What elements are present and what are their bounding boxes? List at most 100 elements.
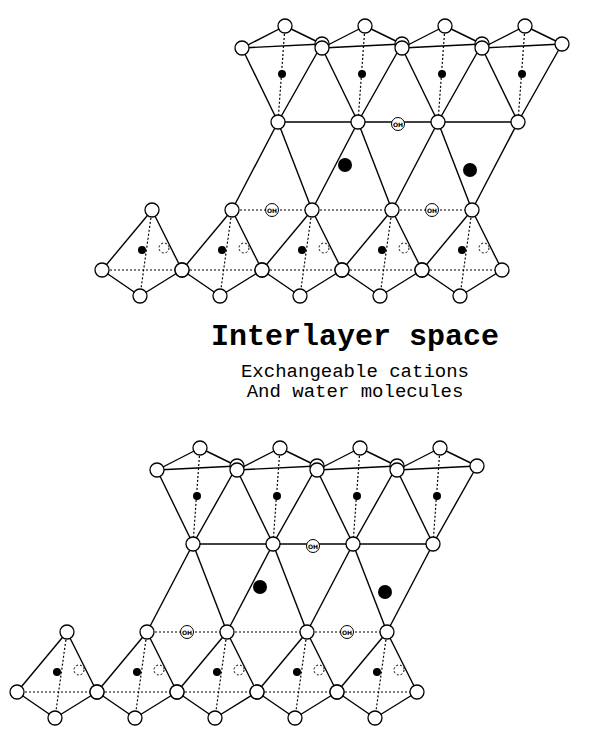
bond-line xyxy=(518,26,525,122)
oxygen-atom xyxy=(310,463,324,477)
bond-line xyxy=(227,631,307,632)
oxygen-atom xyxy=(278,19,292,33)
bond-line xyxy=(102,210,152,270)
bond-line xyxy=(397,470,433,544)
bond-line xyxy=(353,448,360,544)
oxygen-atom xyxy=(128,711,142,725)
oxygen-atom xyxy=(186,537,200,551)
bond-line xyxy=(177,632,227,692)
bond-line xyxy=(337,691,417,692)
oxygen-atom xyxy=(90,685,104,699)
oxygen-atom xyxy=(145,203,159,217)
oxygen-atom xyxy=(431,115,445,129)
hydroxyl-label: OH xyxy=(425,203,439,217)
bond-line xyxy=(312,122,358,210)
oxygen-atom xyxy=(288,711,302,725)
bond-line xyxy=(433,466,477,544)
oxygen-atom xyxy=(300,625,314,639)
oxygen-atom xyxy=(193,441,207,455)
oxygen-atom xyxy=(271,115,285,129)
bond-line xyxy=(232,210,262,270)
bond-line xyxy=(227,544,273,632)
hidden-atom xyxy=(239,243,249,253)
bond-line xyxy=(402,48,438,122)
bond-line xyxy=(322,48,358,122)
bond-line xyxy=(422,269,502,270)
cation-dot xyxy=(433,492,441,500)
bond-line xyxy=(102,269,182,270)
cation-dot xyxy=(298,246,306,254)
bond-line xyxy=(337,632,387,692)
bond-line xyxy=(307,632,337,692)
oxygen-atom xyxy=(250,685,264,699)
bond-line xyxy=(433,448,440,544)
oxygen-atom xyxy=(475,41,489,55)
bond-line xyxy=(278,44,322,122)
oxygen-atom xyxy=(358,19,372,33)
bond-line xyxy=(157,470,193,544)
cation-dot xyxy=(338,158,352,172)
bond-line xyxy=(193,544,227,632)
cation-dot xyxy=(213,668,221,676)
hidden-atom xyxy=(319,243,329,253)
hidden-atom xyxy=(399,243,409,253)
bond-line xyxy=(482,48,518,122)
oxygen-atom xyxy=(453,289,467,303)
bond-line xyxy=(438,44,482,122)
bond-line xyxy=(97,632,147,692)
bond-line xyxy=(232,122,278,210)
hidden-atom xyxy=(394,665,404,675)
bond-line xyxy=(342,269,422,270)
oxygen-atom xyxy=(390,463,404,477)
bond-line xyxy=(273,544,307,632)
oxygen-atom xyxy=(495,263,509,277)
bond-line xyxy=(322,44,402,48)
bond-line xyxy=(438,121,518,122)
cation-dot xyxy=(53,668,61,676)
bond-line xyxy=(312,209,392,210)
bond-line xyxy=(97,691,177,692)
bond-line xyxy=(242,48,278,122)
cation-dot xyxy=(458,246,466,254)
hidden-atom xyxy=(479,243,489,253)
bond-line xyxy=(438,26,445,122)
oxygen-atom xyxy=(235,41,249,55)
bond-line xyxy=(17,691,97,692)
oxygen-atom xyxy=(555,37,569,51)
cation-dot xyxy=(278,70,286,78)
oxygen-atom xyxy=(10,685,24,699)
oxygen-atom xyxy=(315,41,329,55)
cation-dot xyxy=(373,668,381,676)
bond-line xyxy=(342,210,392,270)
bond-line xyxy=(182,269,262,270)
bond-line xyxy=(193,543,273,544)
oxygen-atom xyxy=(175,263,189,277)
oxygen-atom xyxy=(470,459,484,473)
oxygen-atom xyxy=(380,625,394,639)
oxygen-atom xyxy=(170,685,184,699)
bond-line xyxy=(152,210,182,270)
oxygen-atom xyxy=(48,711,62,725)
oxygen-atom xyxy=(346,537,360,551)
cation-dot xyxy=(293,668,301,676)
hydroxyl-label: OH xyxy=(180,625,194,639)
bond-line xyxy=(358,44,402,122)
oxygen-atom xyxy=(330,685,344,699)
hidden-atom xyxy=(74,665,84,675)
cation-dot xyxy=(218,246,226,254)
oxygen-atom xyxy=(95,263,109,277)
bond-line xyxy=(422,210,472,270)
bond-line xyxy=(317,470,353,544)
oxygen-atom xyxy=(150,463,164,477)
oxygen-atom xyxy=(368,711,382,725)
oxygen-atom xyxy=(90,685,104,699)
oxygen-atom xyxy=(230,463,244,477)
hydroxyl-label: OH xyxy=(391,117,405,131)
cation-dot xyxy=(378,585,392,599)
cation-dot xyxy=(133,668,141,676)
bond-line xyxy=(278,121,358,122)
hidden-atom xyxy=(314,665,324,675)
bond-line xyxy=(17,632,67,692)
cation-dot xyxy=(138,246,146,254)
bond-line xyxy=(392,210,422,270)
